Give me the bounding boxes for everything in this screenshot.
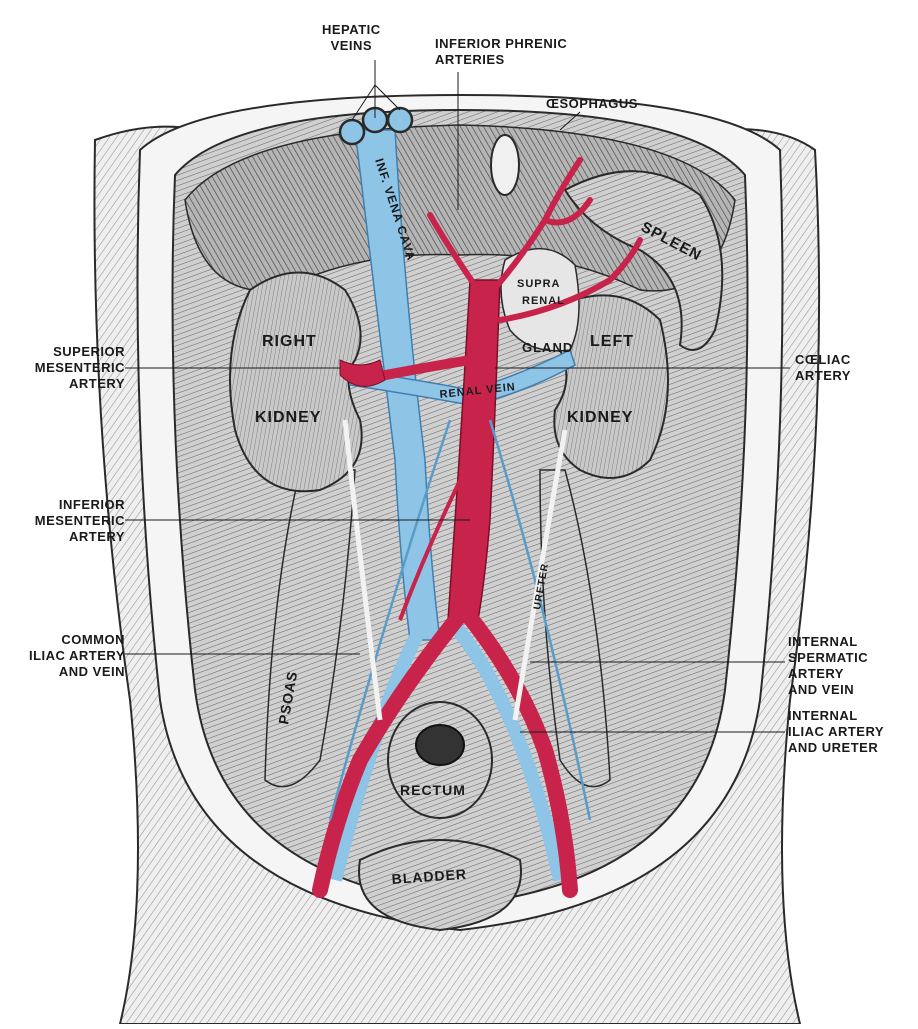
coeliac-branches bbox=[427, 157, 643, 323]
label-coeliac-artery: CŒLIAC ARTERY bbox=[795, 352, 851, 383]
label-inferior-phrenic-arteries: INFERIOR PHRENIC ARTERIES bbox=[435, 36, 568, 67]
label-oesophagus: ŒSOPHAGUS bbox=[546, 96, 638, 111]
supra-label: SUPRA bbox=[517, 278, 561, 290]
label-inferior-mesenteric-artery: INFERIOR MESENTERIC ARTERY bbox=[34, 497, 125, 544]
kidney-right-shape bbox=[229, 271, 363, 493]
label-internal-iliac: INTERNAL ILIAC ARTERY AND URETER bbox=[788, 708, 885, 755]
bladder-shape bbox=[358, 839, 522, 932]
spermatic-left bbox=[488, 419, 592, 821]
hepatic-vein-ring-1 bbox=[338, 118, 366, 146]
oesophagus-opening bbox=[490, 134, 520, 196]
ureter-left bbox=[512, 429, 568, 721]
right-label: RIGHT bbox=[262, 333, 317, 350]
inferior-mesenteric bbox=[398, 459, 472, 621]
rectum-label: RECTUM bbox=[400, 782, 466, 798]
renal-label: RENAL bbox=[522, 295, 565, 307]
label-superior-mesenteric-artery: SUPERIOR MESENTERIC ARTERY bbox=[34, 344, 125, 391]
label-internal-spermatic: INTERNAL SPERMATIC ARTERY AND VEIN bbox=[788, 634, 869, 697]
leader-lines bbox=[125, 60, 790, 733]
ureter-right bbox=[342, 419, 383, 721]
superior-mesenteric-stub bbox=[339, 359, 386, 387]
spermatic-right bbox=[328, 419, 452, 821]
renal-vein bbox=[349, 348, 576, 406]
leader-oesophagus bbox=[559, 111, 581, 131]
psoas-right bbox=[264, 469, 356, 788]
iliac-artery-left bbox=[460, 607, 578, 898]
iliac-vein-left bbox=[444, 615, 567, 882]
iliac-artery-right bbox=[312, 607, 468, 898]
left-label: LEFT bbox=[590, 333, 634, 350]
hepatic-vein-ring-3 bbox=[386, 106, 414, 134]
gland-label: GLAND bbox=[522, 340, 573, 355]
rectum-lumen bbox=[415, 724, 465, 766]
kidney-left-label: KIDNEY bbox=[567, 409, 633, 426]
label-common-iliac: COMMON ILIAC ARTERY AND VEIN bbox=[28, 632, 125, 679]
label-hepatic-veins: HEPATIC VEINS bbox=[322, 22, 381, 53]
bladder-label: BLADDER bbox=[391, 866, 467, 887]
kidney-right-label: KIDNEY bbox=[255, 409, 321, 426]
